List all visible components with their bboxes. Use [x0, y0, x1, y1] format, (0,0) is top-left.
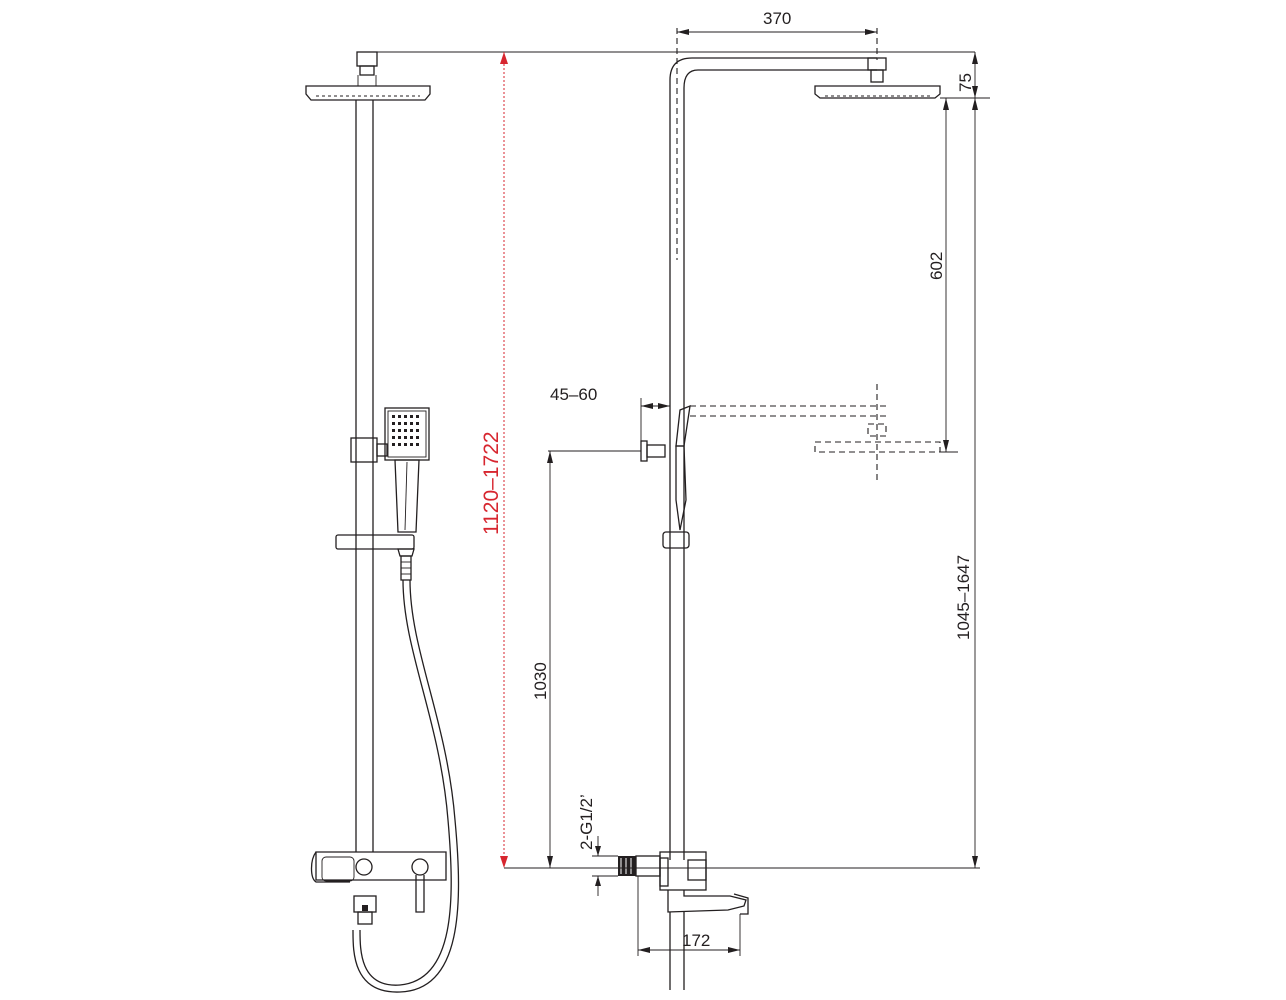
- head-adjust-label: 602: [927, 252, 946, 280]
- side-view: [618, 28, 941, 990]
- inlet-thread-label: 2-G1/2’: [577, 794, 596, 850]
- mixer-height-dimension: 1030: [531, 450, 641, 868]
- front-view: [305, 51, 975, 993]
- inlet-thread-dimension: 2-G1/2’: [577, 794, 618, 896]
- wall-offset-label: 45–60: [550, 385, 597, 404]
- arm-length-label: 370: [763, 9, 791, 28]
- spout-projection-label: 172: [682, 931, 710, 950]
- head-drop-label: 75: [956, 73, 975, 92]
- wall-offset-dimension: 45–60: [550, 385, 670, 452]
- overall-height-label: 1120–1722: [480, 431, 503, 535]
- overall-height-dimension: 1120–1722: [480, 52, 508, 868]
- arm-length-dimension: 370: [677, 9, 877, 35]
- spout-projection-dimension: 172: [637, 876, 741, 956]
- head-adjust-dimension: 602: [927, 98, 958, 453]
- mixer-height-label: 1030: [531, 662, 550, 700]
- hand-shower-nozzles: [392, 415, 419, 446]
- head-drop-dimension: 75: [940, 52, 990, 99]
- head-height-label: 1045–1647: [954, 555, 973, 640]
- head-height-dimension: 1045–1647: [954, 98, 978, 868]
